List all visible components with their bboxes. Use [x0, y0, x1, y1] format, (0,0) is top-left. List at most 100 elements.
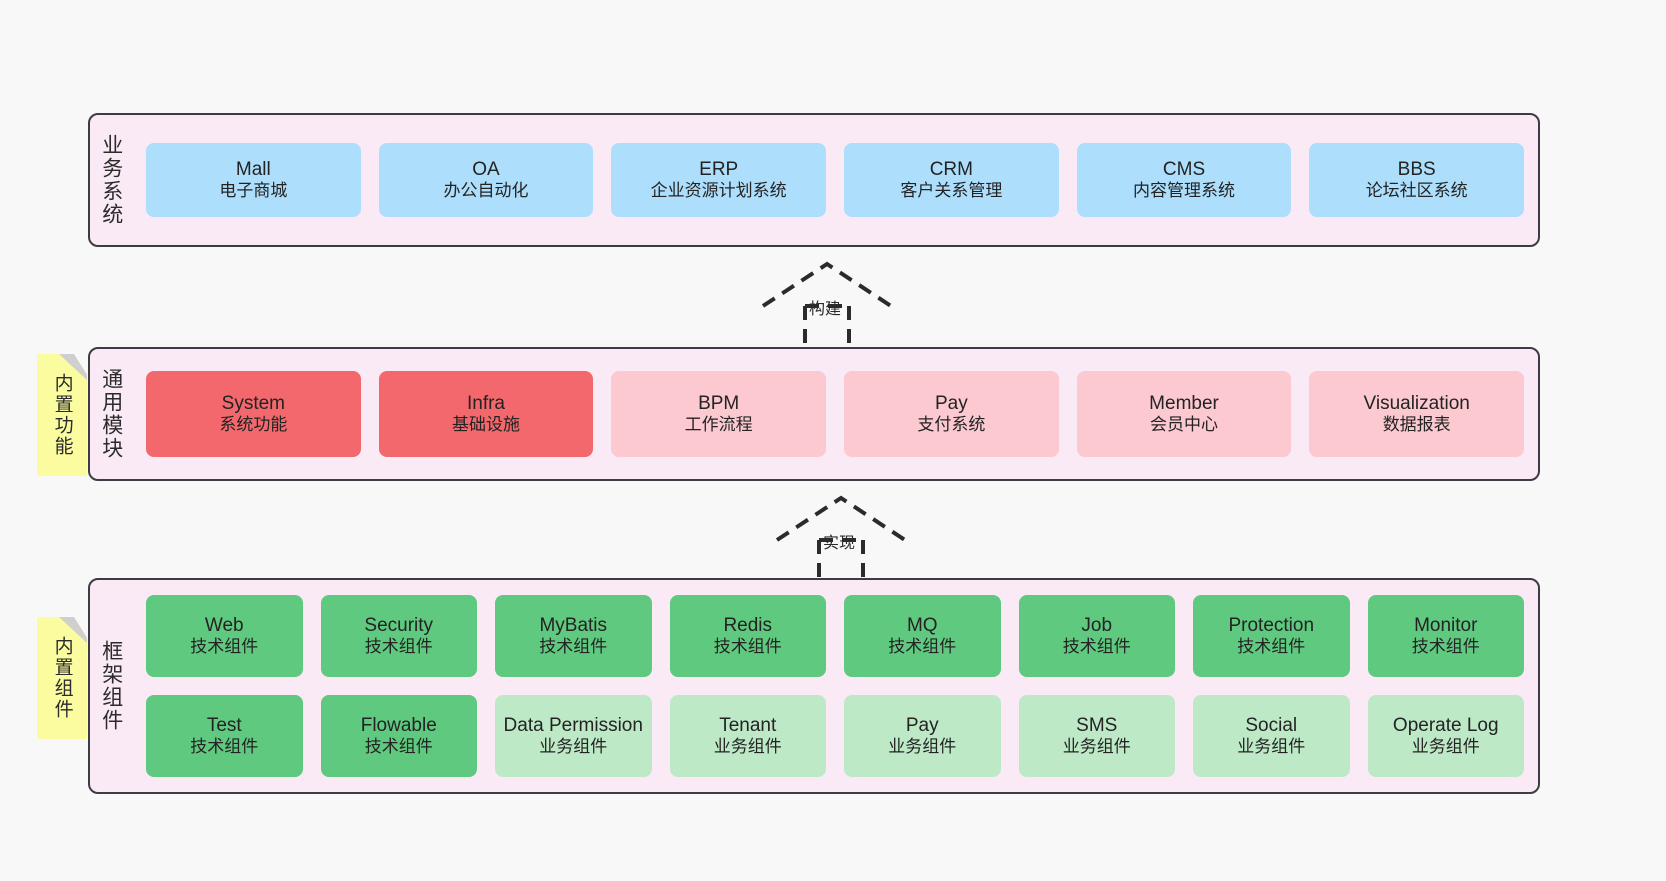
card-pay-module[interactable]: Pay 支付系统: [844, 371, 1059, 457]
card-visualization[interactable]: Visualization 数据报表: [1309, 371, 1525, 457]
card-subtitle: 业务组件: [888, 737, 957, 757]
card-title: CMS: [1162, 159, 1206, 181]
card-member[interactable]: Member 会员中心: [1076, 371, 1292, 457]
card-infra[interactable]: Infra 基础设施: [378, 371, 594, 457]
section-body-business: Mall 电子商城 OA 办公自动化 ERP 企业资源计划系统 CRM 客户关系…: [132, 115, 1538, 245]
card-title: System: [221, 393, 286, 415]
card-security[interactable]: Security 技术组件: [320, 595, 477, 677]
connector-label-implement: 实现: [823, 535, 856, 552]
note-label: 内置组件: [51, 636, 73, 720]
card-title: OA: [472, 159, 500, 181]
card-title: Member: [1149, 393, 1219, 415]
card-row: System 系统功能 Infra 基础设施 BPM 工作流程 Pay 支付系统…: [146, 371, 1525, 457]
card-subtitle: 支付系统: [917, 415, 986, 435]
card-title: MQ: [906, 615, 938, 637]
card-title: MyBatis: [539, 615, 608, 637]
card-title: Monitor: [1414, 615, 1478, 637]
card-mq[interactable]: MQ 技术组件: [844, 595, 1001, 677]
card-title: Test: [206, 715, 242, 737]
section-label-business: 业务系统: [99, 134, 123, 226]
card-title: Job: [1081, 615, 1113, 637]
card-title: Tenant: [719, 715, 777, 737]
card-web[interactable]: Web 技术组件: [146, 595, 303, 677]
section-common-modules: 通用模块 System 系统功能 Infra 基础设施 BPM 工作流程 Pay…: [88, 347, 1540, 481]
card-title: BBS: [1397, 159, 1436, 181]
card-title: Operate Log: [1392, 715, 1499, 737]
card-title: Web: [204, 615, 244, 637]
card-redis[interactable]: Redis 技术组件: [669, 595, 826, 677]
card-bbs[interactable]: BBS 论坛社区系统: [1309, 143, 1525, 217]
card-subtitle: 技术组件: [713, 637, 782, 657]
connector-build: 构建: [757, 258, 901, 348]
card-title: CRM: [929, 159, 973, 181]
card-subtitle: 业务组件: [539, 737, 608, 757]
card-mall[interactable]: Mall 电子商城: [146, 143, 361, 217]
card-subtitle: 基础设施: [452, 415, 520, 435]
card-subtitle: 业务组件: [1411, 737, 1480, 757]
card-mybatis[interactable]: MyBatis 技术组件: [495, 595, 652, 677]
card-subtitle: 内容管理系统: [1133, 181, 1236, 201]
card-oa[interactable]: OA 办公自动化: [378, 143, 594, 217]
card-subtitle: 业务组件: [713, 737, 782, 757]
generalization-arrow-icon: [775, 495, 907, 580]
card-title: Pay: [934, 393, 968, 415]
section-label-common: 通用模块: [99, 368, 123, 460]
card-subtitle: 技术组件: [1411, 637, 1480, 657]
card-tenant[interactable]: Tenant 业务组件: [669, 695, 826, 777]
generalization-arrow-icon: [761, 261, 893, 346]
card-row: Web 技术组件 Security 技术组件 MyBatis 技术组件 Redi…: [146, 595, 1524, 677]
card-subtitle: 业务组件: [1237, 737, 1306, 757]
section-label-framework: 框架组件: [99, 640, 123, 732]
card-protection[interactable]: Protection 技术组件: [1193, 595, 1350, 677]
card-subtitle: 工作流程: [684, 415, 753, 435]
card-bpm[interactable]: BPM 工作流程: [611, 371, 827, 457]
card-subtitle: 技术组件: [888, 637, 957, 657]
card-sms[interactable]: SMS 业务组件: [1018, 695, 1175, 777]
card-social[interactable]: Social 业务组件: [1193, 695, 1350, 777]
card-title: Flowable: [360, 715, 437, 737]
section-business-systems: 业务系统 Mall 电子商城 OA 办公自动化 ERP 企业资源计划系统 CRM…: [88, 113, 1540, 247]
section-body-framework: Web 技术组件 Security 技术组件 MyBatis 技术组件 Redi…: [132, 580, 1538, 792]
card-title: Redis: [723, 615, 773, 637]
note-fold-icon: [59, 617, 87, 643]
card-title: Mall: [235, 159, 271, 181]
card-test[interactable]: Test 技术组件: [146, 695, 303, 777]
card-title: Visualization: [1363, 393, 1470, 415]
card-subtitle: 企业资源计划系统: [650, 181, 787, 201]
card-cms[interactable]: CMS 内容管理系统: [1076, 143, 1292, 217]
card-subtitle: 技术组件: [190, 637, 259, 657]
card-title: Protection: [1228, 615, 1315, 637]
card-row: Mall 电子商城 OA 办公自动化 ERP 企业资源计划系统 CRM 客户关系…: [146, 143, 1525, 217]
card-subtitle: 技术组件: [364, 637, 433, 657]
note-label: 内置功能: [51, 373, 73, 457]
card-title: Data Permission: [503, 715, 643, 737]
card-subtitle: 会员中心: [1150, 415, 1219, 435]
card-erp[interactable]: ERP 企业资源计划系统: [611, 143, 827, 217]
card-subtitle: 系统功能: [219, 415, 288, 435]
connector-implement: 实现: [771, 492, 915, 582]
card-subtitle: 技术组件: [1062, 637, 1131, 657]
card-pay-component[interactable]: Pay 业务组件: [844, 695, 1001, 777]
card-title: Infra: [466, 393, 506, 415]
card-subtitle: 业务组件: [1062, 737, 1131, 757]
card-title: Security: [364, 615, 434, 637]
card-data-permission[interactable]: Data Permission 业务组件: [495, 695, 652, 777]
card-monitor[interactable]: Monitor 技术组件: [1367, 595, 1524, 677]
card-operate-log[interactable]: Operate Log 业务组件: [1367, 695, 1524, 777]
card-subtitle: 电子商城: [219, 181, 288, 201]
section-body-common: System 系统功能 Infra 基础设施 BPM 工作流程 Pay 支付系统…: [132, 349, 1538, 479]
note-builtin-components: 内置组件: [37, 617, 87, 739]
card-crm[interactable]: CRM 客户关系管理: [844, 143, 1059, 217]
card-subtitle: 数据报表: [1382, 415, 1451, 435]
note-builtin-features: 内置功能: [37, 354, 87, 476]
card-job[interactable]: Job 技术组件: [1018, 595, 1175, 677]
card-flowable[interactable]: Flowable 技术组件: [320, 695, 477, 777]
card-title: ERP: [699, 159, 739, 181]
card-title: SMS: [1076, 715, 1118, 737]
card-subtitle: 技术组件: [1237, 637, 1306, 657]
connector-label-build: 构建: [809, 301, 842, 318]
card-subtitle: 技术组件: [539, 637, 608, 657]
card-system[interactable]: System 系统功能: [146, 371, 361, 457]
card-subtitle: 技术组件: [190, 737, 259, 757]
